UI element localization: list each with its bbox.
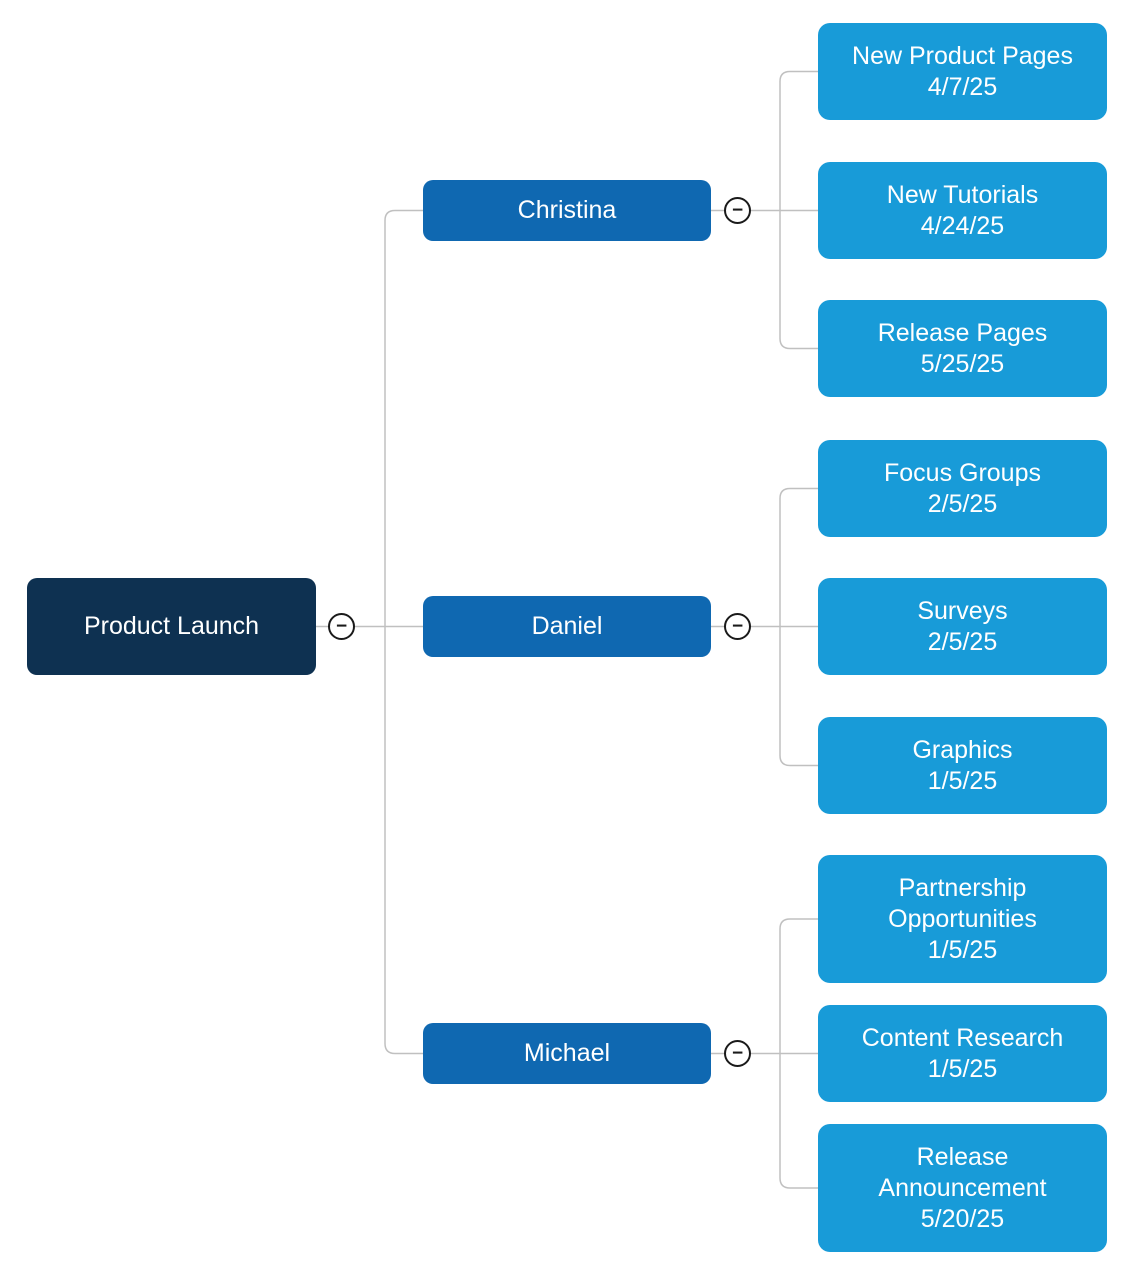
task-title: Release Pages [877, 318, 1048, 347]
minus-icon: − [731, 1043, 744, 1064]
node-focus-groups[interactable]: Focus Groups 2/5/25 [818, 440, 1107, 537]
node-label: Product Launch [83, 612, 260, 640]
task-date: 5/25/25 [920, 349, 1005, 378]
task-date: 4/7/25 [927, 72, 998, 101]
collapse-button-product-launch[interactable]: − [328, 613, 355, 640]
task-title: Content Research [861, 1023, 1064, 1052]
task-title: Focus Groups [883, 458, 1041, 487]
task-date: 2/5/25 [927, 627, 998, 656]
task-date: 1/5/25 [927, 935, 998, 964]
task-date: 1/5/25 [927, 1054, 998, 1083]
task-title: Release Announcement [878, 1142, 1047, 1202]
task-title: New Tutorials [886, 180, 1039, 209]
node-new-tutorials[interactable]: New Tutorials 4/24/25 [818, 162, 1107, 259]
task-title: New Product Pages [852, 41, 1073, 70]
task-date: 5/20/25 [920, 1204, 1005, 1233]
node-michael[interactable]: Michael [423, 1023, 711, 1084]
connector-left-trunk [384, 209, 423, 1055]
node-label: Michael [523, 1039, 611, 1067]
connector-daniel-trunk [779, 487, 818, 767]
node-graphics[interactable]: Graphics 1/5/25 [818, 717, 1107, 814]
node-release-pages[interactable]: Release Pages 5/25/25 [818, 300, 1107, 397]
minus-icon: − [335, 616, 348, 637]
task-date: 4/24/25 [920, 211, 1005, 240]
task-title: Graphics [912, 735, 1013, 764]
node-product-launch[interactable]: Product Launch [27, 578, 316, 675]
node-release-announcement[interactable]: Release Announcement 5/20/25 [818, 1124, 1107, 1252]
node-partnership-opportunities[interactable]: Partnership Opportunities 1/5/25 [818, 855, 1107, 983]
connector-michael-trunk [779, 918, 818, 1189]
collapse-button-michael[interactable]: − [724, 1040, 751, 1067]
task-title: Surveys [917, 596, 1008, 625]
node-christina[interactable]: Christina [423, 180, 711, 241]
task-date: 2/5/25 [927, 489, 998, 518]
node-surveys[interactable]: Surveys 2/5/25 [818, 578, 1107, 675]
node-content-research[interactable]: Content Research 1/5/25 [818, 1005, 1107, 1102]
task-title: Partnership Opportunities [888, 873, 1037, 933]
collapse-button-daniel[interactable]: − [724, 613, 751, 640]
node-new-product-pages[interactable]: New Product Pages 4/7/25 [818, 23, 1107, 120]
node-daniel[interactable]: Daniel [423, 596, 711, 657]
collapse-button-christina[interactable]: − [724, 197, 751, 224]
node-label: Christina [517, 196, 617, 224]
minus-icon: − [731, 616, 744, 637]
task-date: 1/5/25 [927, 766, 998, 795]
node-label: Daniel [531, 612, 603, 640]
minus-icon: − [731, 200, 744, 221]
connector-christina-trunk [779, 70, 818, 350]
